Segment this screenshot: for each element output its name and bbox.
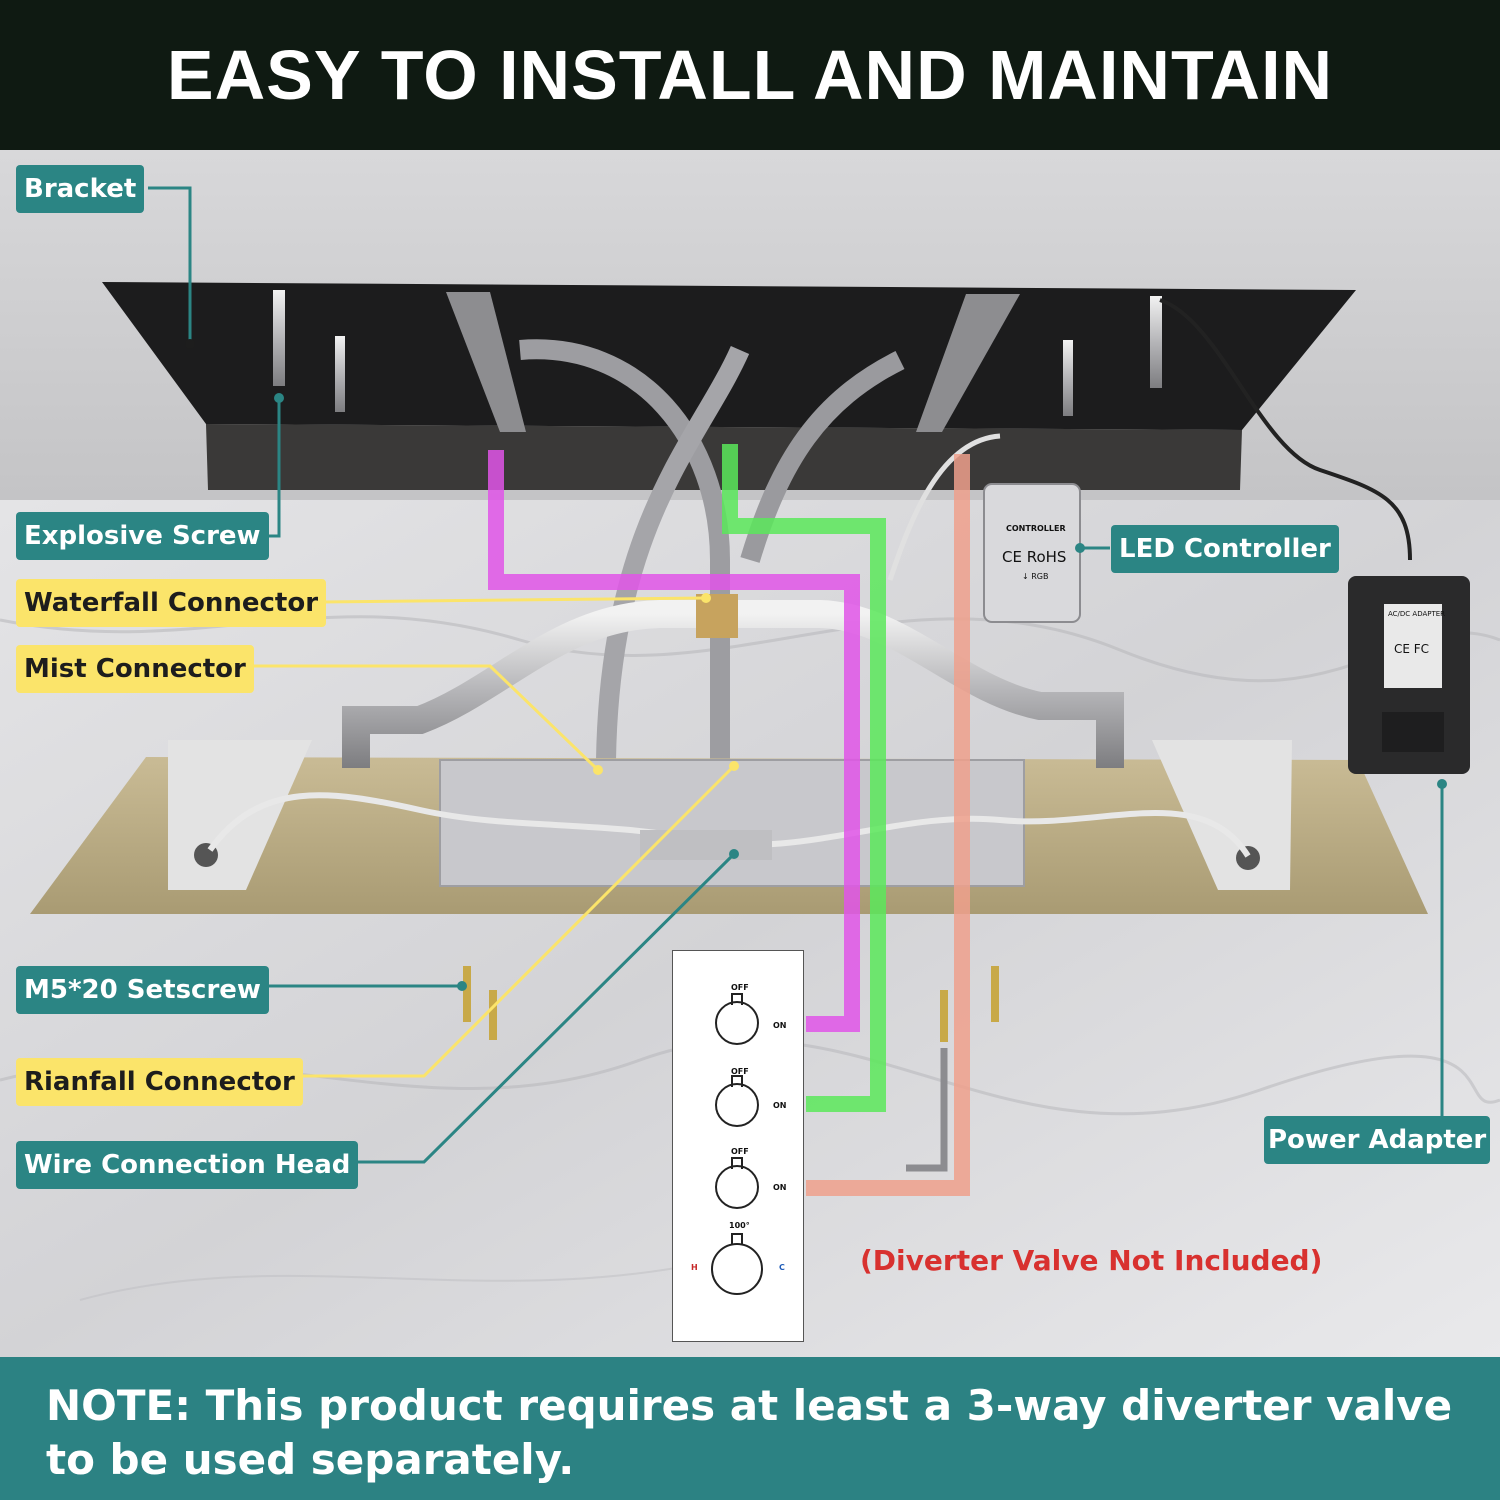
setscrew [940, 990, 948, 1042]
adapter-cable [1159, 298, 1412, 561]
diverter-valve-panel: OFF ON OFF ON OFF ON 100° H C [672, 950, 804, 1342]
controller-rgb: ↓ RGB [1022, 572, 1049, 581]
valve-1-on-label: ON [773, 1021, 787, 1030]
valve-2-on-label: ON [773, 1101, 787, 1110]
water-pipe [342, 600, 1124, 768]
explosive-screw [1063, 340, 1073, 416]
rainfall-route [806, 454, 970, 1196]
diverter-not-included-note: (Diverter Valve Not Included) [860, 1244, 1323, 1277]
callout-dot [274, 393, 284, 403]
label-mist-connector: Mist Connector [16, 645, 254, 693]
valve-2-stem [731, 1075, 743, 1087]
callout-dot [1437, 779, 1447, 789]
label-power-adapter: Power Adapter [1264, 1116, 1491, 1164]
label-wire-connection-head: Wire Connection Head [16, 1141, 359, 1189]
waterfall-route [488, 450, 860, 1032]
callout-dot [457, 981, 467, 991]
cable-grommet [1236, 846, 1260, 870]
callout-dot [729, 849, 739, 859]
thermostat-knob [711, 1243, 763, 1295]
valve-3-on-label: ON [773, 1183, 787, 1192]
valve-1-stem [731, 993, 743, 1005]
wire-connection-head [640, 830, 772, 860]
explosive-screw [1150, 296, 1162, 388]
valve-1-knob [715, 1001, 759, 1045]
callout-dot [185, 339, 195, 349]
valve-3-off-label: OFF [731, 1147, 749, 1156]
setscrew [991, 966, 999, 1022]
thermostat-temp-label: 100° [729, 1221, 750, 1230]
mist-route [722, 444, 886, 1112]
controller-title: CONTROLLER [1006, 524, 1066, 533]
thermostat-cold-label: C [779, 1263, 785, 1272]
installation-illustration [0, 150, 1500, 1357]
hex-key [906, 1048, 948, 1172]
page-title: EASY TO INSTALL AND MAINTAIN [166, 36, 1334, 114]
callout-line-waterfall [319, 596, 707, 604]
adapter-title: AC/DC ADAPTER [1388, 610, 1446, 618]
explosive-screw [273, 290, 285, 386]
controller-marks: CE RoHS [1002, 548, 1067, 566]
power-adapter-label [1384, 604, 1442, 688]
power-plug [1382, 712, 1444, 752]
adapter-marks: CE FC [1394, 642, 1430, 656]
label-bracket: Bracket [16, 165, 145, 213]
setscrew [463, 966, 471, 1022]
callout-line-wire-head [350, 852, 736, 1164]
bracket-strap [916, 294, 1020, 432]
label-waterfall-connector: Waterfall Connector [16, 579, 327, 627]
controller-cable [887, 433, 1001, 581]
setscrew [489, 990, 497, 1040]
callout-line-mist [246, 664, 600, 772]
valve-2-knob [715, 1083, 759, 1127]
marble-vein [79, 1249, 761, 1301]
label-led-controller: LED Controller [1111, 525, 1339, 573]
callout-line-rainfall [298, 764, 736, 1078]
valve-3-stem [731, 1157, 743, 1169]
callout-line-bracket [148, 186, 192, 344]
thermostat-stem [731, 1233, 743, 1245]
valve-1-off-label: OFF [731, 983, 749, 992]
callout-dot [701, 593, 711, 603]
label-explosive-screw: Explosive Screw [16, 512, 269, 560]
braided-hose [519, 339, 730, 760]
callout-dot [729, 761, 739, 771]
valve-2-off-label: OFF [731, 1067, 749, 1076]
explosive-screw [335, 336, 345, 412]
callout-dot [593, 765, 603, 775]
label-rainfall-connector: Rianfall Connector [16, 1058, 303, 1106]
header-banner: EASY TO INSTALL AND MAINTAIN [0, 0, 1500, 150]
thermostat-hot-label: H [691, 1263, 698, 1272]
callout-dot [1075, 543, 1085, 553]
valve-3-knob [715, 1165, 759, 1209]
footer-banner: NOTE: This product requires at least a 3… [0, 1357, 1500, 1500]
label-m5-setscrew: M5*20 Setscrew [16, 966, 269, 1014]
footer-note: NOTE: This product requires at least a 3… [46, 1381, 1453, 1484]
braided-hose [596, 345, 750, 761]
bracket-strap [446, 292, 526, 432]
